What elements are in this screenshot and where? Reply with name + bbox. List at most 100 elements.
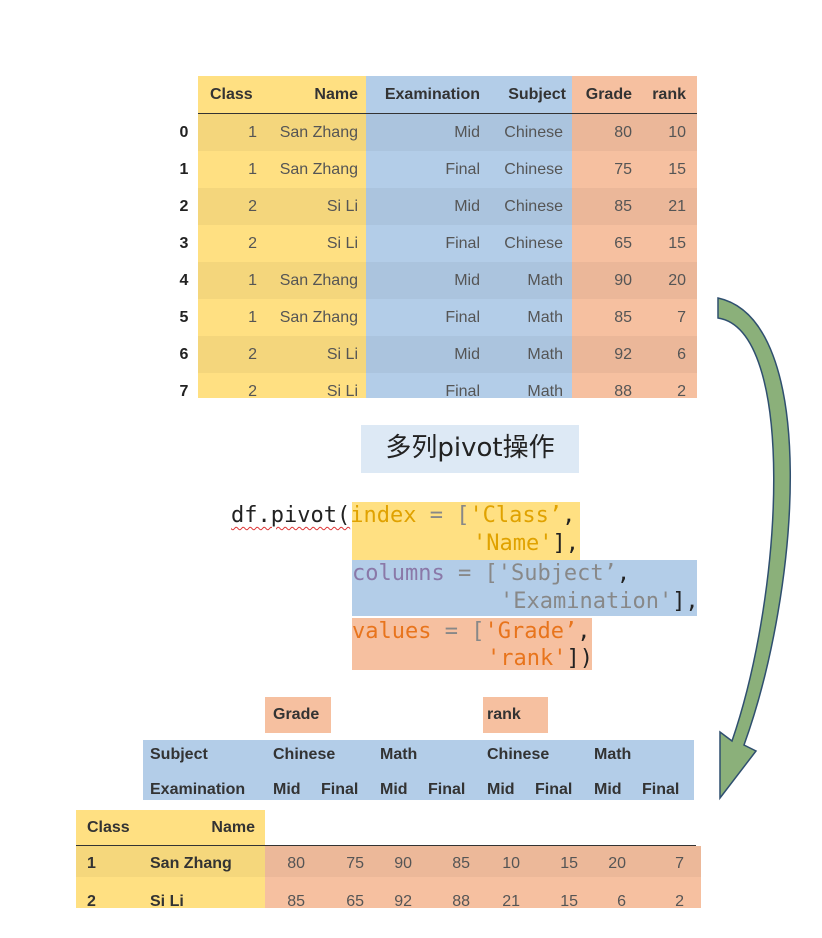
index-value-name: 'Name'	[473, 531, 553, 556]
examination-label: Examination	[150, 781, 246, 798]
cell-class: 1	[248, 124, 257, 141]
cell-grade: 80	[614, 124, 632, 141]
subject-header: Chinese	[487, 746, 550, 763]
cell-class: 2	[248, 198, 257, 215]
row-index: 3	[179, 235, 189, 252]
curved-arrow-icon	[717, 297, 791, 801]
code-line-5: values = ['Grade’,	[352, 618, 590, 646]
code-equals: = [	[416, 503, 470, 528]
header-class: Class	[210, 86, 253, 103]
examination-header: Final	[321, 781, 359, 798]
cell-class: 1	[248, 161, 257, 178]
cell-class: 1	[248, 272, 257, 289]
cell-examination: Final	[445, 161, 480, 178]
cell-grade: 90	[614, 272, 632, 289]
row-index: 2	[179, 198, 189, 215]
index-name-name: Name	[211, 819, 255, 836]
columns-arg-highlight	[352, 560, 697, 616]
value-cell: 85	[287, 893, 305, 910]
pivot-function-call: df.pivot(	[231, 503, 351, 528]
cell-rank: 15	[668, 161, 686, 178]
code-equals: = [	[444, 561, 498, 586]
values-value-grade: 'Grade’	[484, 619, 578, 644]
value-cell: 21	[502, 893, 520, 910]
examination-header: Final	[535, 781, 573, 798]
cell-examination: Mid	[454, 124, 480, 141]
index-values-highlight	[76, 846, 265, 908]
values-value-rank: 'rank'	[487, 646, 567, 671]
row-name: San Zhang	[150, 855, 232, 872]
cell-grade: 85	[614, 309, 632, 326]
subject-header: Math	[380, 746, 418, 763]
value-cell: 10	[502, 855, 520, 872]
values-body-highlight	[265, 846, 701, 908]
cell-subject: Math	[527, 346, 563, 363]
row-stripe	[76, 846, 701, 877]
cell-grade: 65	[614, 235, 632, 252]
cell-examination: Final	[445, 309, 480, 326]
values-arg-highlight	[352, 618, 592, 670]
index-names-highlight	[76, 810, 265, 846]
code-comma: ,	[577, 619, 591, 644]
code-line-4: 'Examination'],	[500, 588, 699, 616]
subject-header: Chinese	[273, 746, 336, 763]
cell-examination: Final	[445, 383, 480, 400]
value-cell: 88	[452, 893, 470, 910]
cell-examination: Mid	[454, 272, 480, 289]
row-stripe	[198, 336, 697, 373]
cell-rank: 7	[677, 309, 686, 326]
row-index: 7	[179, 383, 189, 400]
cell-name: Si Li	[326, 383, 358, 400]
cell-examination: Final	[445, 235, 480, 252]
row-class: 2	[87, 893, 96, 910]
cell-examination: Mid	[454, 198, 480, 215]
row-name: Si Li	[150, 893, 184, 910]
rank-column-highlight	[640, 76, 697, 398]
header-subject: Subject	[508, 86, 566, 103]
examination-header: Mid	[273, 781, 301, 798]
code-comma: ,	[562, 503, 576, 528]
header-grade: Grade	[585, 86, 632, 103]
cell-class: 1	[248, 309, 257, 326]
value-cell: 15	[560, 893, 578, 910]
cell-class: 2	[248, 235, 257, 252]
cell-subject: Chinese	[504, 198, 563, 215]
cell-class: 2	[248, 383, 257, 400]
value-cell: 15	[560, 855, 578, 872]
row-index: 0	[179, 124, 189, 141]
examination-column-highlight	[366, 76, 486, 398]
columns-value-examination: 'Examination'	[500, 589, 673, 614]
value-cell: 2	[675, 893, 684, 910]
cell-rank: 21	[668, 198, 686, 215]
code-line-6: 'rank'])	[487, 645, 593, 673]
level-rank: rank	[487, 706, 521, 723]
subject-column-highlight	[486, 76, 572, 398]
cell-subject: Chinese	[504, 235, 563, 252]
cell-examination: Mid	[454, 346, 480, 363]
code-bracket: ],	[552, 531, 579, 556]
header-divider	[198, 113, 697, 114]
code-line-1: df.pivot(index = ['Class’,	[231, 502, 575, 530]
code-comma: ,	[616, 561, 631, 586]
subject-label: Subject	[150, 746, 208, 763]
cell-rank: 2	[677, 383, 686, 400]
cell-name: San Zhang	[279, 161, 358, 178]
value-cell: 7	[675, 855, 684, 872]
index-value-class: 'Class’	[469, 503, 563, 528]
class-column-highlight	[198, 76, 267, 398]
code-bracket: ])	[566, 646, 593, 671]
cell-rank: 20	[668, 272, 686, 289]
value-cell: 65	[346, 893, 364, 910]
header-name: Name	[314, 86, 358, 103]
cell-name: Si Li	[326, 346, 358, 363]
rank-level-highlight	[483, 697, 548, 733]
operation-caption: 多列pivot操作	[361, 425, 579, 473]
cell-rank: 10	[668, 124, 686, 141]
cell-subject: Math	[527, 309, 563, 326]
row-stripe	[198, 188, 697, 225]
cell-subject: Math	[527, 272, 563, 289]
cell-name: San Zhang	[279, 124, 358, 141]
examination-header: Mid	[380, 781, 408, 798]
examination-header: Final	[428, 781, 466, 798]
value-cell: 80	[287, 855, 305, 872]
